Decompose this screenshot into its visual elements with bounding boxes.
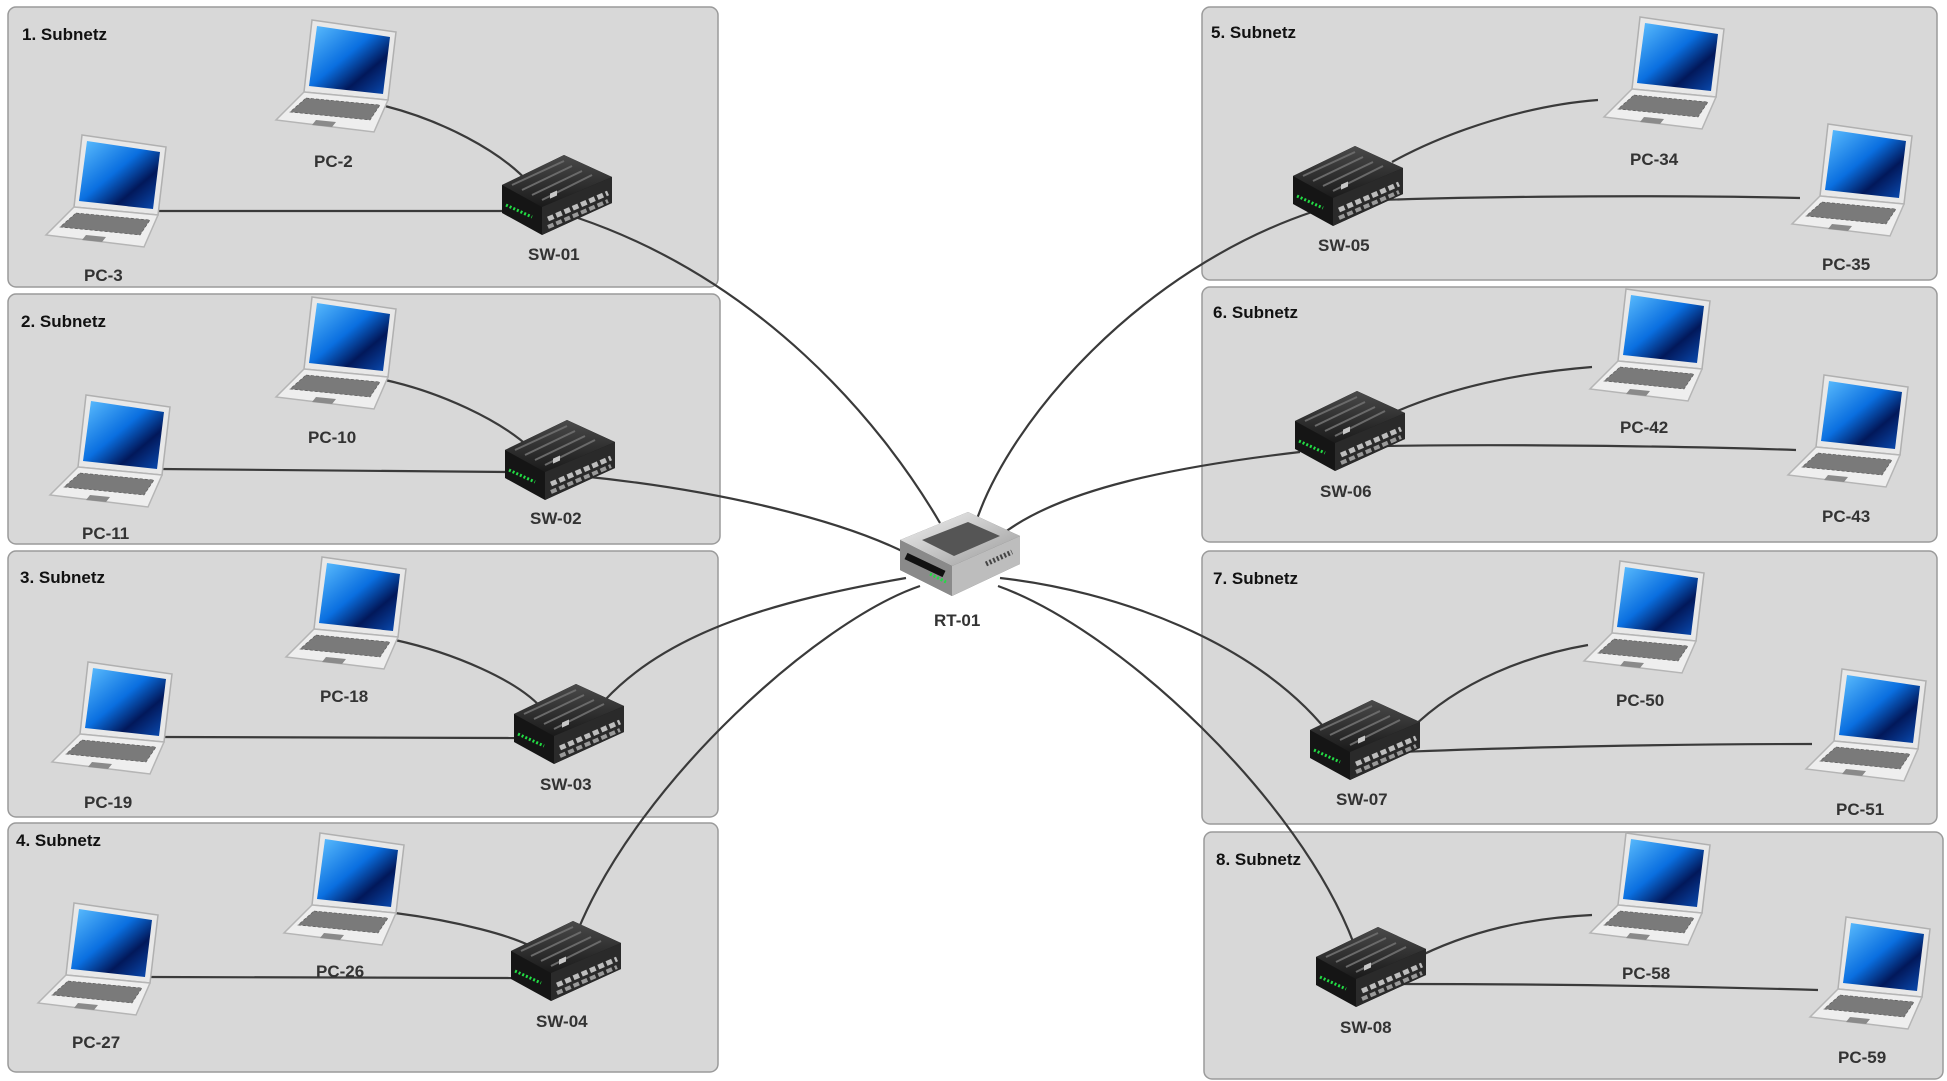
link-sw04-pc27 <box>149 975 516 980</box>
link-sw08-pc59 <box>1399 982 1819 992</box>
subnet-8-box <box>1203 831 1944 1080</box>
subnet-8-title: 8. Subnetz <box>1216 850 1301 869</box>
subnet-5-box <box>1201 6 1938 281</box>
link-rt01-sw06 <box>999 450 1301 537</box>
subnet-7-title: 7. Subnetz <box>1213 569 1298 588</box>
pc-label: PC-11 <box>82 524 129 543</box>
link-sw07-pc50 <box>1409 643 1589 731</box>
pc-label: PC-18 <box>320 687 368 706</box>
link-sw05-pc35 <box>1379 195 1801 202</box>
pc-label: PC-2 <box>314 152 353 171</box>
link-sw06-pc43 <box>1384 444 1797 452</box>
switch-label: SW-04 <box>536 1012 588 1031</box>
switch-label: SW-02 <box>530 509 582 528</box>
switch-label: SW-01 <box>528 245 580 264</box>
pc-label: PC-27 <box>72 1033 120 1052</box>
switch-label: SW-06 <box>1320 482 1372 501</box>
subnet-2-title: 2. Subnetz <box>21 312 106 331</box>
subnet-6-box <box>1201 286 1938 543</box>
link-sw05-pc34 <box>1391 98 1599 163</box>
switch-label: SW-08 <box>1340 1018 1392 1037</box>
link-rt01-sw05 <box>974 210 1313 523</box>
pc-label: PC-26 <box>316 962 364 981</box>
link-sw02-pc11 <box>159 467 509 474</box>
pc-label: PC-59 <box>1838 1048 1886 1067</box>
link-sw03-pc19 <box>162 735 519 740</box>
switch-label: SW-07 <box>1336 790 1388 809</box>
pc-label: PC-19 <box>84 793 132 812</box>
pc-label: PC-3 <box>84 266 123 285</box>
switch-label: SW-03 <box>540 775 592 794</box>
pc-label: PC-34 <box>1630 150 1679 169</box>
pc-label: PC-43 <box>1822 507 1870 526</box>
link-rt01-sw01 <box>577 216 941 524</box>
subnet-3-title: 3. Subnetz <box>20 568 105 587</box>
subnet-4-box <box>7 822 719 1073</box>
link-sw01-pc2 <box>384 104 531 185</box>
pc-label: PC-58 <box>1622 964 1670 983</box>
pc-label: PC-42 <box>1620 418 1668 437</box>
subnet-6-title: 6. Subnetz <box>1213 303 1298 322</box>
router-label: RT-01 <box>934 611 980 630</box>
subnet-7-box <box>1201 550 1938 825</box>
link-rt01-sw02 <box>579 474 907 554</box>
pc-label: PC-35 <box>1822 255 1870 274</box>
link-rt01-sw08 <box>997 584 1356 945</box>
subnet-4-title: 4. Subnetz <box>16 831 101 850</box>
switch-label: SW-05 <box>1318 236 1370 255</box>
links <box>149 98 1819 992</box>
pc-label: PC-50 <box>1616 691 1664 710</box>
link-sw08-pc58 <box>1411 913 1593 961</box>
link-sw02-pc10 <box>384 378 531 449</box>
pc-label: PC-51 <box>1836 800 1884 819</box>
link-rt01-sw07 <box>999 576 1335 741</box>
link-rt01-sw03 <box>604 576 907 701</box>
pc-label: PC-10 <box>308 428 356 447</box>
router-icon[interactable] <box>900 512 1020 596</box>
subnet-5-title: 5. Subnetz <box>1211 23 1296 42</box>
link-sw06-pc42 <box>1394 365 1593 414</box>
link-sw07-pc51 <box>1399 742 1813 754</box>
link-sw03-pc18 <box>394 638 546 713</box>
link-rt01-sw04 <box>576 584 921 931</box>
subnet-1-title: 1. Subnetz <box>22 25 107 44</box>
